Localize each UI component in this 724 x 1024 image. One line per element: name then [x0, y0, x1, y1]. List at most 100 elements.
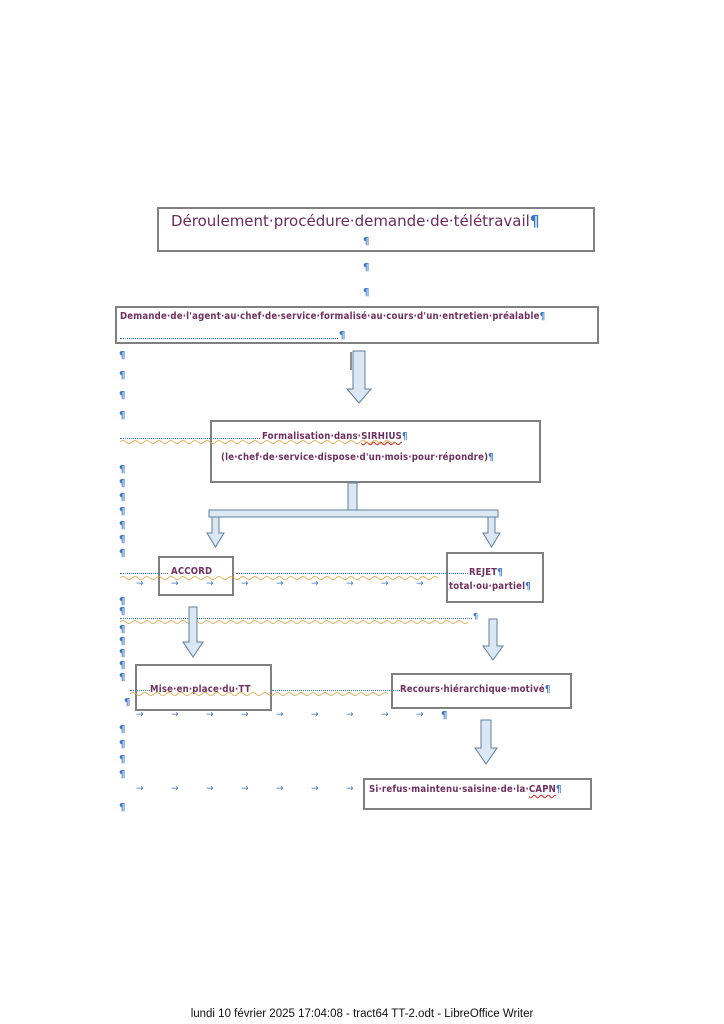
formalisation-box	[210, 420, 541, 483]
demande-text: Demande·de·l'agent·au·chef·de·service·fo…	[120, 311, 545, 322]
pilcrow-mark: ¶	[119, 548, 126, 559]
pilcrow-mark: ¶	[119, 606, 126, 617]
dotted-leader	[272, 690, 400, 691]
tab-arrow: →	[241, 579, 249, 589]
pilcrow-mark: ¶	[339, 330, 346, 341]
pilcrow-mark: ¶	[402, 431, 408, 442]
wavy-underline	[119, 440, 397, 444]
mise-en-place-text: Mise·en·place·du·TT	[150, 684, 251, 695]
tab-arrow: →	[206, 784, 214, 794]
sirhius-label: SIRHIUS	[361, 431, 402, 442]
pilcrow-mark: ¶	[119, 636, 126, 647]
pilcrow-mark: ¶	[119, 410, 126, 421]
dotted-leader	[130, 690, 150, 691]
diagram-title: Déroulement·procédure·demande·de·télétra…	[171, 212, 539, 230]
pilcrow-mark: ¶	[119, 802, 126, 813]
pilcrow-mark: ¶	[119, 464, 126, 475]
tab-arrow: →	[346, 579, 354, 589]
wavy-underline	[119, 576, 439, 580]
tab-arrow: →	[171, 710, 179, 720]
pilcrow-mark: ¶	[119, 648, 126, 659]
tab-arrow: →	[206, 579, 214, 589]
saisine-label: Si·refus·maintenu·saisine·de·la·	[369, 784, 529, 795]
mise-en-place-label: Mise·en·place·du·TT	[150, 684, 251, 695]
pilcrow-mark: ¶	[119, 350, 126, 361]
print-footer: lundi 10 février 2025 17:04:08 - tract64…	[190, 1008, 534, 1020]
dotted-leader	[120, 573, 168, 574]
tab-arrow: →	[416, 579, 424, 589]
pilcrow-mark: ¶	[488, 452, 494, 463]
diagram-title-text: Déroulement·procédure·demande·de·télétra…	[171, 212, 530, 230]
formalisation-note: (le·chef·de·service·dispose·d'un·mois·po…	[221, 452, 489, 463]
tab-arrow: →	[346, 710, 354, 720]
tab-arrow: →	[171, 579, 179, 589]
dotted-leader	[120, 438, 260, 439]
rejet-box	[446, 552, 544, 603]
tab-arrow: →	[206, 710, 214, 720]
rejet-label: REJET	[469, 567, 498, 578]
tab-arrow: →	[276, 710, 284, 720]
tab-arrow: →	[381, 710, 389, 720]
pilcrow-mark: ¶	[119, 769, 126, 780]
pilcrow-mark: ¶	[473, 612, 479, 621]
tab-arrow: →	[311, 579, 319, 589]
tab-arrow: →	[136, 710, 144, 720]
recours-label: Recours·hiérarchique·motivé	[400, 684, 545, 695]
demande-label: Demande·de·l'agent·au·chef·de·service·fo…	[120, 311, 540, 322]
pilcrow-mark: ¶	[119, 660, 126, 671]
formalisation-line: Formalisation·dans·SIRHIUS¶	[262, 431, 408, 442]
pilcrow-mark: ¶	[119, 596, 126, 607]
tab-arrow: →	[276, 784, 284, 794]
pilcrow-mark: ¶	[119, 754, 126, 765]
accord-label: ACCORD	[171, 566, 213, 577]
pilcrow-mark: ¶	[119, 624, 126, 635]
dotted-leader	[120, 618, 472, 619]
pilcrow-mark: ¶	[119, 739, 126, 750]
capn-label: CAPN	[528, 784, 557, 795]
arrow-recours-to-saisine	[474, 719, 498, 765]
formalisation-note-line: (le·chef·de·service·dispose·d'un·mois·po…	[221, 452, 494, 463]
pilcrow-mark: ¶	[441, 710, 448, 721]
dotted-leader	[120, 338, 338, 339]
pilcrow-mark: ¶	[363, 287, 370, 298]
arrow-rejet-to-recours	[482, 618, 504, 661]
pilcrow-mark: ¶	[363, 262, 370, 273]
pilcrow-mark: ¶	[119, 672, 126, 683]
pilcrow-mark: ¶	[556, 784, 562, 795]
pilcrow-mark: ¶	[119, 478, 126, 489]
tab-arrow: →	[416, 710, 424, 720]
pilcrow-mark: ¶	[363, 236, 370, 247]
pilcrow-mark: ¶	[124, 697, 131, 708]
arrow-accord-to-mise-en-place	[182, 606, 204, 658]
pilcrow-mark: ¶	[539, 311, 546, 322]
tab-arrow: →	[311, 784, 319, 794]
pilcrow-mark: ¶	[497, 567, 503, 578]
saisine-text: Si·refus·maintenu·saisine·de·la·CAPN¶	[369, 784, 562, 795]
wavy-underline	[119, 620, 469, 624]
tab-arrow: →	[381, 579, 389, 589]
accord-text: ACCORD	[171, 566, 212, 577]
rejet-text: REJET¶	[469, 567, 503, 578]
tab-arrow: →	[241, 784, 249, 794]
tab-arrow: →	[136, 784, 144, 794]
pilcrow-mark: ¶	[544, 684, 551, 695]
title-box	[157, 207, 595, 252]
demande-box	[115, 306, 599, 344]
recours-box	[391, 673, 572, 709]
formalisation-label: Formalisation·dans·	[262, 431, 362, 442]
saisine-box	[363, 778, 592, 810]
pilcrow-mark: ¶	[119, 534, 126, 545]
tab-arrow: →	[171, 784, 179, 794]
pilcrow-mark: ¶	[119, 520, 126, 531]
accord-box	[158, 556, 234, 596]
arrow-split	[206, 482, 501, 548]
rejet-detail: total·ou·partiel	[449, 581, 526, 592]
dotted-leader	[236, 573, 468, 574]
pilcrow-mark: ¶	[119, 724, 126, 735]
tab-arrow: →	[276, 579, 284, 589]
pilcrow-mark: ¶	[529, 212, 540, 230]
wavy-underline	[129, 692, 389, 696]
tab-arrow: →	[136, 579, 144, 589]
